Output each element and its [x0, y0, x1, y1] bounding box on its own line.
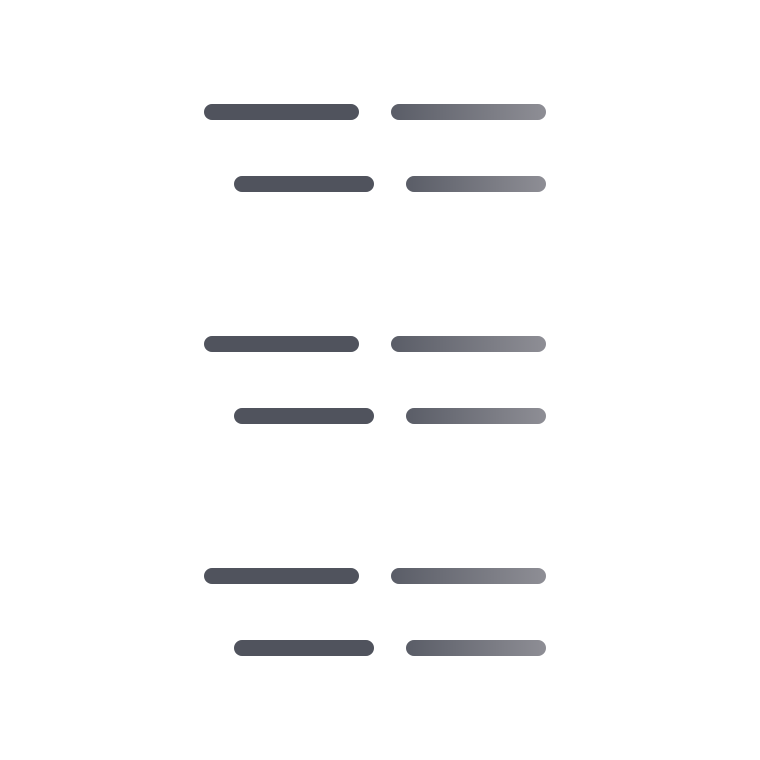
skeleton-bar: [391, 104, 546, 120]
skeleton-bar: [234, 408, 374, 424]
skeleton-bar: [406, 408, 546, 424]
skeleton-bar: [391, 568, 546, 584]
skeleton-bar: [204, 336, 359, 352]
skeleton-bar: [391, 336, 546, 352]
skeleton-bar: [204, 104, 359, 120]
skeleton-bar: [406, 176, 546, 192]
skeleton-bar: [234, 176, 374, 192]
skeleton-bar: [234, 640, 374, 656]
skeleton-bar: [204, 568, 359, 584]
skeleton-bar: [406, 640, 546, 656]
